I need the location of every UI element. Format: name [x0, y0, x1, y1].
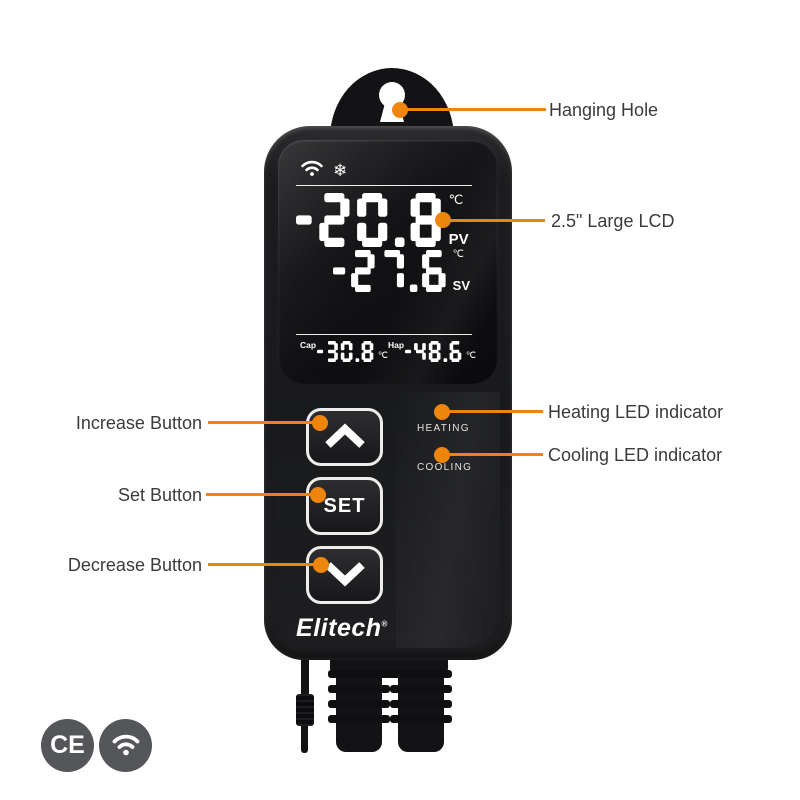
callout-dot-lcd: [435, 212, 451, 228]
pv-row: ℃ PV: [296, 193, 472, 247]
decrease-button[interactable]: [306, 546, 383, 604]
callout-dot-cooling: [434, 447, 450, 463]
sv-unit: ℃: [452, 249, 464, 260]
aux-hap-tag: Hap: [387, 340, 405, 350]
up-arrow-icon: [322, 423, 368, 452]
pv-label: PV: [448, 231, 469, 248]
set-button[interactable]: SET: [306, 477, 383, 535]
sv-row: ℃ SV: [296, 250, 472, 292]
power-cable-2: [390, 658, 452, 752]
lcd-display: ❄ ℃ PV ℃ SV Cap ℃ Hap: [296, 158, 476, 362]
callout-dot-hanging-hole: [392, 102, 408, 118]
callout-label-decrease: Decrease Button: [67, 555, 202, 575]
registered-mark: ®: [381, 619, 388, 629]
callout-label-heating: Heating LED indicator: [548, 402, 724, 422]
callout-label-hanging-hole: Hanging Hole: [549, 100, 659, 120]
wifi-badge: [99, 719, 152, 772]
aux-cap-unit: ℃: [377, 350, 388, 360]
heating-indicator-label: HEATING: [417, 423, 470, 434]
callout-line-decrease: [208, 563, 324, 566]
ce-mark-text: CE: [50, 731, 85, 759]
callout-line-cooling: [448, 453, 543, 456]
callout-line-increase: [208, 421, 322, 424]
sv-label: SV: [452, 278, 470, 293]
callout-line-heating: [448, 410, 543, 413]
brand-logo: Elitech®: [282, 614, 402, 643]
callout-dot-increase: [312, 415, 328, 431]
lcd-status-row: ❄: [296, 158, 472, 186]
pv-value: [296, 193, 445, 247]
aux-hap-unit: ℃: [465, 350, 476, 360]
callout-dot-decrease: [313, 557, 329, 573]
callout-label-increase: Increase Button: [75, 413, 202, 433]
callout-line-lcd: [448, 219, 545, 222]
aux-cap-group: Cap ℃: [300, 341, 388, 362]
sensor-cable: [294, 648, 316, 753]
callout-label-lcd: 2.5" Large LCD: [551, 211, 675, 231]
down-arrow-icon: [322, 561, 368, 590]
pv-unit: ℃: [448, 192, 464, 207]
increase-button[interactable]: [306, 408, 383, 466]
aux-hap-value: [405, 341, 463, 362]
callout-line-hanging-hole: [404, 108, 546, 111]
brand-name: Elitech: [296, 614, 382, 642]
callout-line-set: [206, 493, 322, 496]
set-button-label: SET: [323, 494, 366, 517]
snowflake-icon: ❄: [333, 160, 348, 180]
callout-label-set: Set Button: [117, 485, 202, 505]
screen-bezel: [278, 140, 498, 384]
cooling-indicator-label: COOLING: [417, 462, 473, 473]
sv-value: [333, 250, 449, 292]
callout-dot-set: [310, 487, 326, 503]
wifi-badge-icon: [108, 728, 144, 763]
aux-hap-group: Hap ℃: [388, 341, 476, 362]
callout-dot-heating: [434, 404, 450, 420]
aux-cap-tag: Cap: [300, 340, 317, 350]
aux-row: Cap ℃ Hap ℃: [296, 334, 476, 362]
aux-cap-value: [317, 341, 375, 362]
power-cable-1: [328, 658, 390, 752]
wifi-icon: [300, 158, 324, 182]
ce-mark-badge: CE: [41, 719, 94, 772]
callout-label-cooling: Cooling LED indicator: [548, 445, 723, 465]
